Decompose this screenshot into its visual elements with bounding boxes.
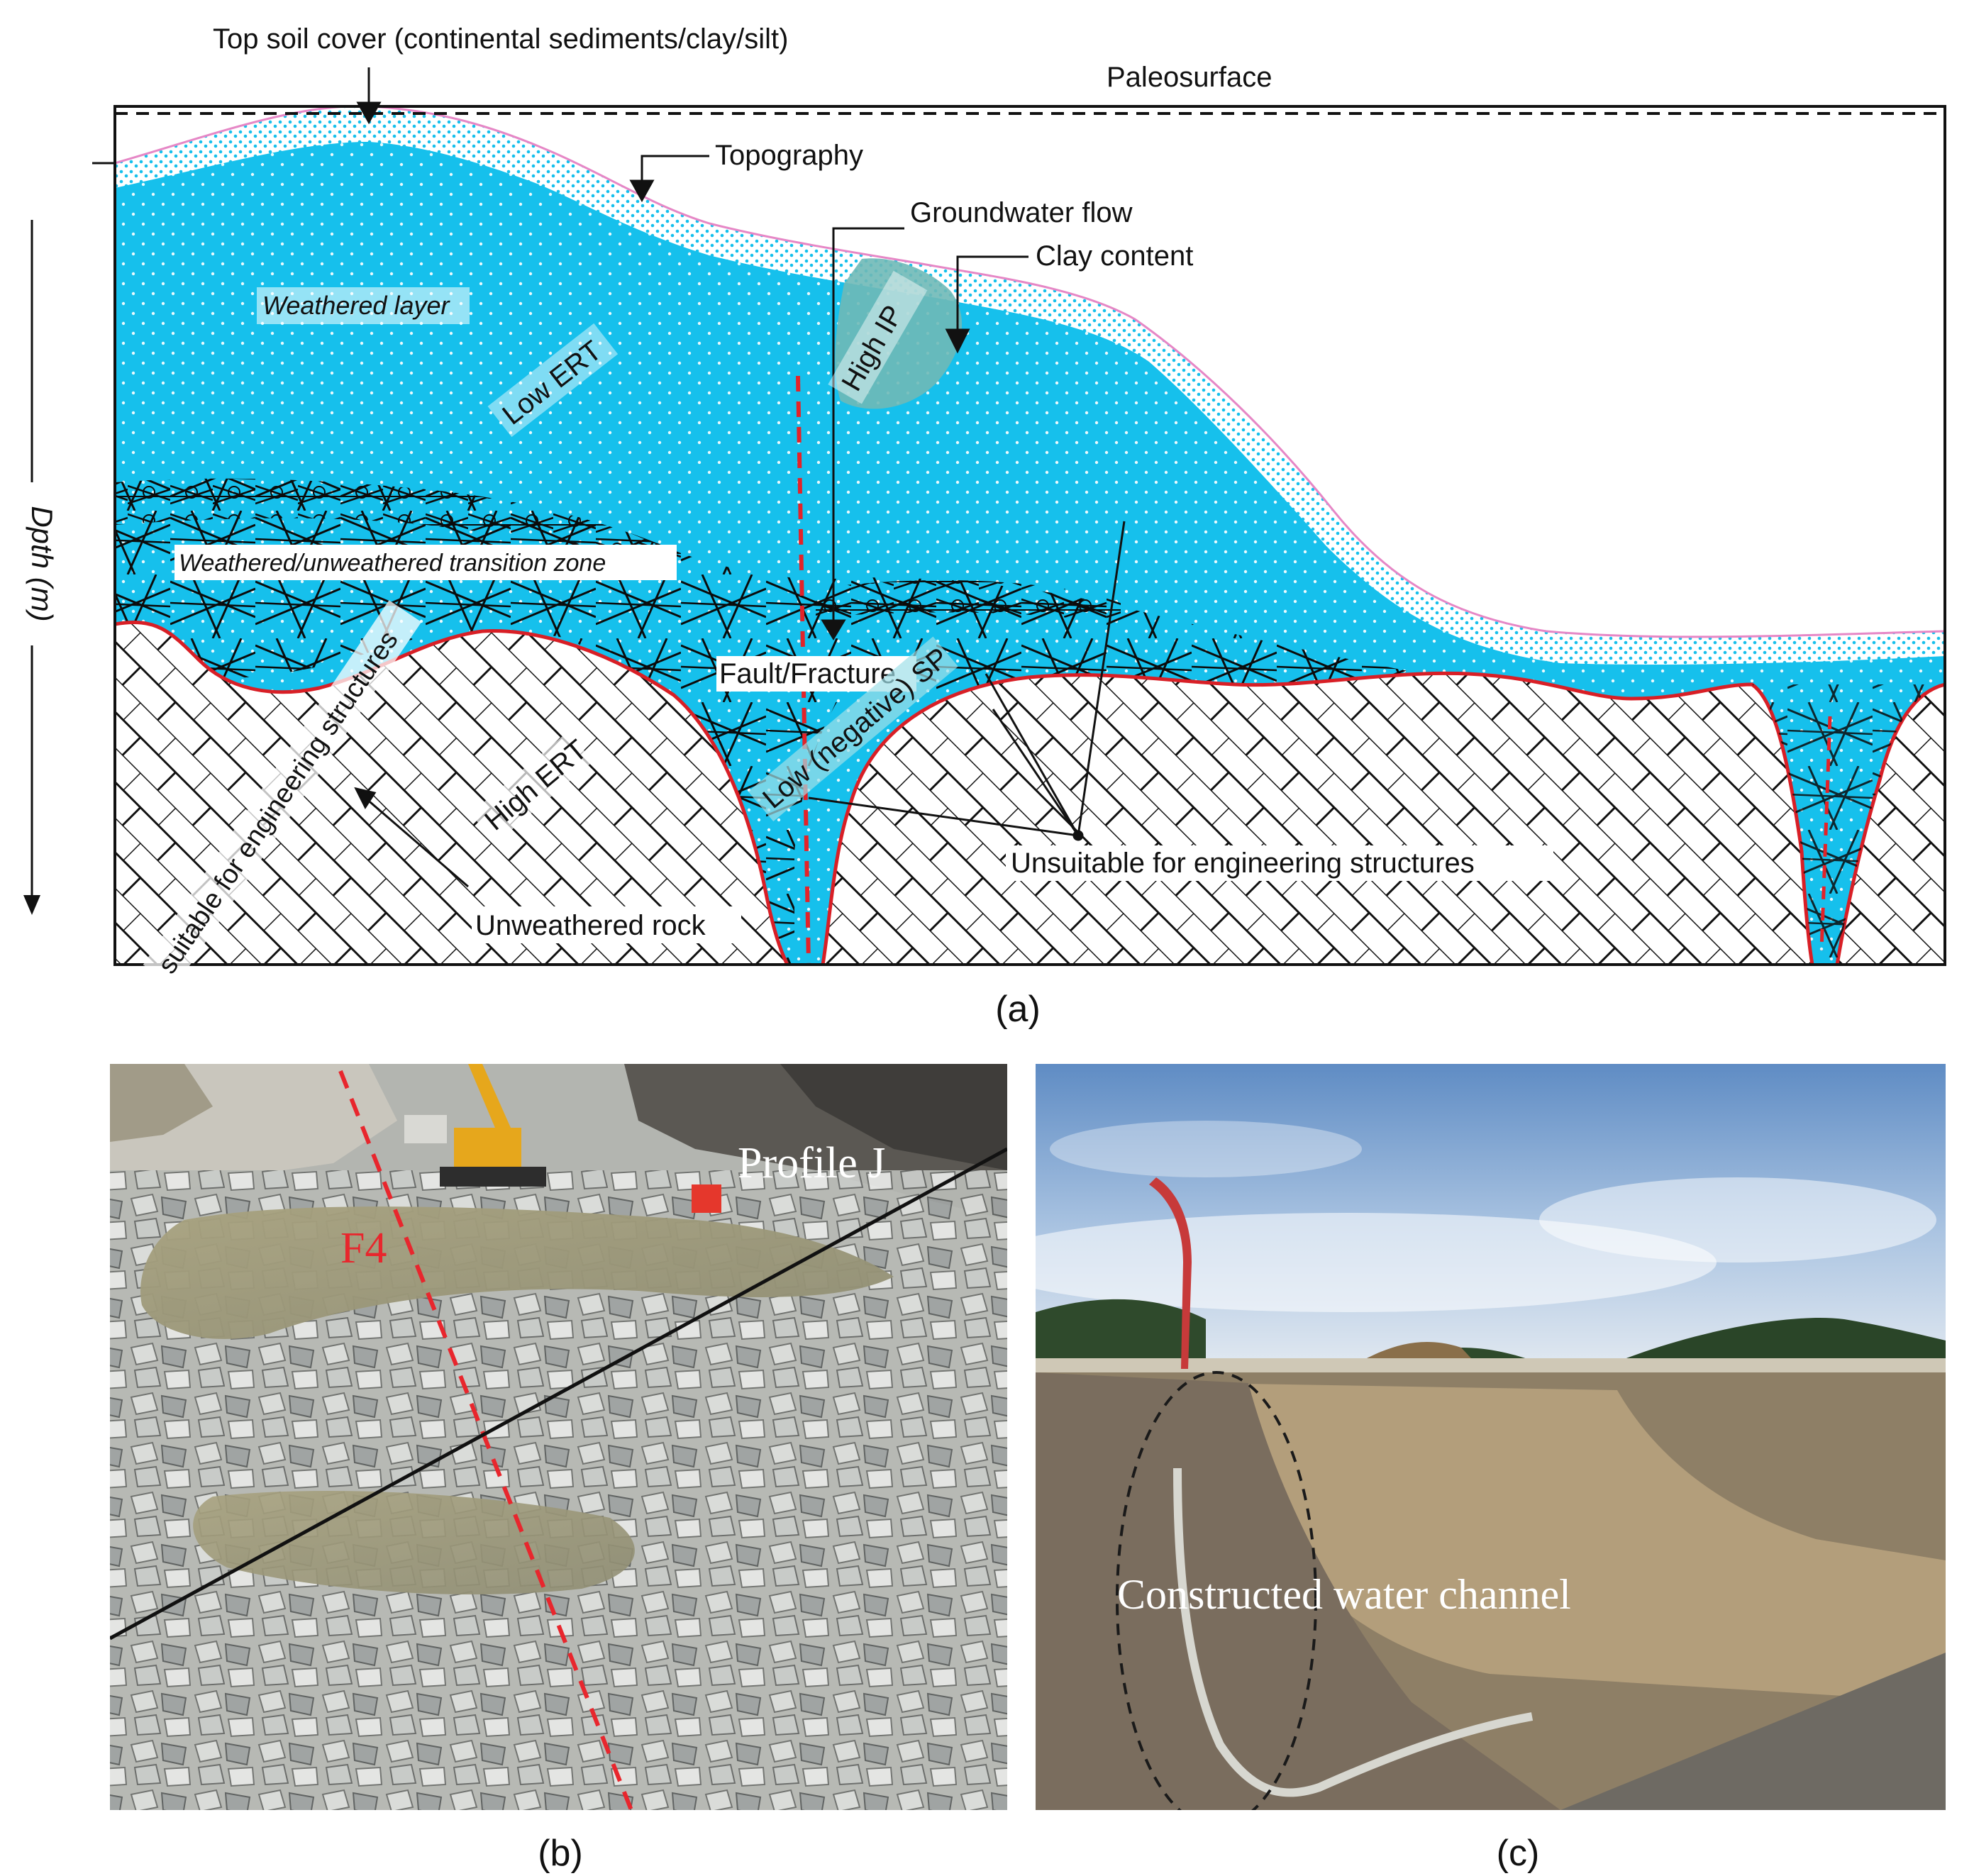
right-fracture-zone — [1752, 684, 1945, 965]
clay-content-label: Clay content — [1036, 240, 1193, 272]
transition-zone-label-bg — [174, 545, 677, 580]
f4-label: F4 — [340, 1224, 387, 1272]
panel-a-caption: (a) — [995, 989, 1041, 1030]
depth-axis-label: Dpth (m) — [26, 506, 59, 621]
rock-boundary-middle — [821, 671, 1814, 965]
panel-a-diagram: Dpth (m) Top soil cover (continental sed… — [20, 23, 1946, 1030]
transition-zone-dense-mid — [816, 580, 1121, 624]
panel-a-frame — [113, 105, 1946, 966]
excavator — [404, 1064, 546, 1187]
transition-zone — [115, 478, 1596, 965]
panel-b-photo: Profile J F4 (b) — [110, 1064, 1007, 1874]
quarry-wall-left-shadow — [110, 1064, 213, 1142]
transition-zone-label: Weathered/unweathered transition zone — [179, 550, 606, 577]
transition-zone-dense-top — [115, 478, 681, 567]
unweathered-rock-label: Unweathered rock — [475, 910, 706, 941]
water-channel — [1173, 1467, 1534, 1797]
profile-j-label: Profile J — [738, 1139, 885, 1187]
unsuitable-label-bg — [1006, 845, 1553, 881]
top-road — [1036, 1358, 1946, 1372]
topography-line — [115, 106, 1945, 638]
channel-label: Constructed water channel — [1117, 1571, 1571, 1618]
depth-axis: Dpth (m) — [20, 162, 115, 915]
crane — [1149, 1177, 1192, 1369]
cloud-1 — [1036, 1213, 1717, 1312]
paleosurface-label: Paleosurface — [1107, 62, 1272, 93]
cloud-2 — [1539, 1177, 1936, 1262]
hill-left — [1036, 1299, 1206, 1369]
excavation-slope — [1036, 1372, 1560, 1810]
unweathered-rock-label-bg — [472, 906, 741, 943]
high-ip-zone — [835, 258, 963, 409]
excavation-floor — [1206, 1383, 1946, 1702]
panel-c-caption: (c) — [1497, 1833, 1540, 1874]
f4-fault-line — [338, 1070, 633, 1810]
channel-highlight-ellipse — [1116, 1371, 1317, 1810]
weathered-layer-label: Weathered layer — [262, 291, 450, 320]
pond-upper — [140, 1206, 894, 1339]
rock-boundary-left — [115, 620, 789, 965]
quarry-wall-right-dark — [780, 1064, 1007, 1170]
cloud-3 — [1050, 1121, 1362, 1177]
red-object — [692, 1184, 721, 1213]
weathered-layer-label-bg — [257, 287, 470, 324]
fault-fracture-label: Fault/Fracture — [719, 658, 896, 689]
foreground-slope — [1560, 1653, 1946, 1810]
annotation-arrows — [354, 67, 1126, 888]
unsuitable-label: Unsuitable for engineering structures — [1011, 848, 1475, 879]
fault-dashed-line-right — [1819, 716, 1832, 951]
panel-c-photo: Constructed water channel (c) — [1036, 1064, 1946, 1874]
pond-lower — [193, 1490, 635, 1595]
panel-b-caption: (b) — [538, 1833, 583, 1874]
rock-boundary-right — [1835, 682, 1945, 965]
groundwater-flow-label: Groundwater flow — [910, 197, 1133, 228]
topography-label: Topography — [715, 140, 863, 171]
top-soil-label: Top soil cover (continental sediments/cl… — [213, 23, 788, 55]
profile-j-line — [110, 1147, 1007, 1641]
